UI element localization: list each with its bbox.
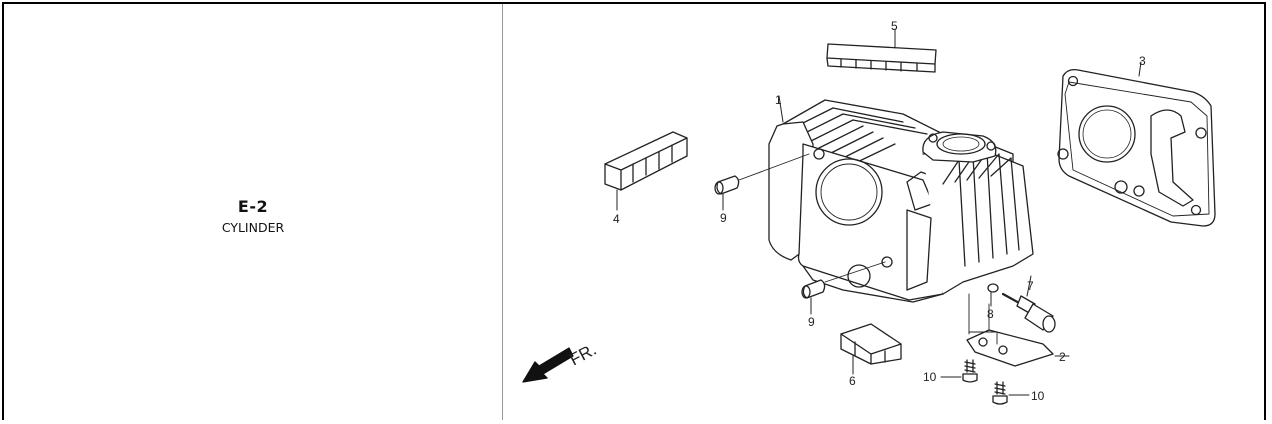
cylinder-gasket: [1057, 61, 1216, 227]
callout-dowel-lower: 9: [808, 315, 815, 329]
callout-bracket: 2: [1059, 350, 1066, 364]
section-info-panel: E-2 CYLINDER: [4, 4, 503, 420]
rubber-damper-top: [826, 28, 937, 73]
callout-gasket: 3: [1139, 54, 1146, 68]
callout-cylinder: 1: [775, 93, 782, 107]
callout-rubber-left: 4: [613, 212, 620, 226]
temperature-sensor: [1001, 275, 1056, 333]
front-label: FR.: [566, 340, 599, 370]
rubber-damper-left: [604, 131, 688, 211]
section-code: E-2: [237, 197, 269, 216]
section-name: CYLINDER: [221, 220, 285, 235]
page-frame: E-2 CYLINDER: [2, 2, 1266, 420]
callout-sensor: 7: [1027, 279, 1034, 293]
washer: [987, 283, 999, 307]
bolt-right: [992, 381, 1030, 405]
rubber-damper-bottom: [840, 323, 902, 375]
callout-rubber-top: 5: [891, 19, 898, 33]
callout-bolt-left: 10: [923, 370, 937, 384]
callout-bolt-right: 10: [1031, 389, 1045, 403]
exploded-parts-diagram: 1 2 3 4 5 6 7 8 9 9 10 10 FR.: [503, 4, 1264, 420]
dowel-pin-lower: [801, 261, 886, 315]
front-direction-arrow: [522, 347, 574, 383]
callout-washer: 8: [987, 307, 994, 321]
callout-rubber-bottom: 6: [849, 374, 856, 388]
dowel-pin-upper: [714, 153, 810, 211]
bolt-left: [940, 359, 978, 383]
mounting-bracket: [966, 293, 1070, 367]
cylinder-block: [768, 95, 1034, 303]
callout-dowel-upper: 9: [720, 211, 727, 225]
